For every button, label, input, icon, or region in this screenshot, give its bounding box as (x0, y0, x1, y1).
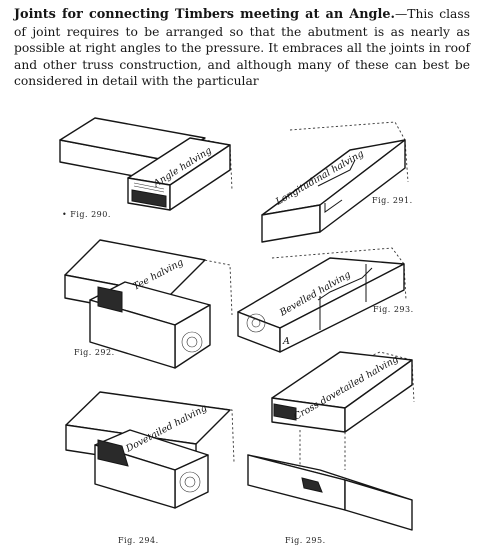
figure-293: Bevelled halving A Fig. 293. (237, 247, 414, 353)
fig292-caption: Fig. 292. (74, 348, 115, 357)
fig293-marker-a: A (282, 336, 290, 347)
paragraph-heading: Joints for connecting Timbers meeting at… (14, 7, 395, 22)
figure-295: Cross dovetailed halving Fig. 295. (247, 351, 415, 545)
fig291-caption: Fig. 291. (372, 196, 413, 205)
fig290-caption: • Fig. 290. (62, 210, 111, 219)
paragraph-body: —This class of joint requires to be arra… (14, 7, 471, 89)
figure-294: Dovetailed halving Fig. 294. (65, 391, 235, 545)
fig294-caption: Fig. 294. (118, 536, 159, 545)
figure-292: Tee halving Fig. 292. (64, 239, 233, 369)
figure-291: Longitudinal halving Fig. 291. (261, 121, 413, 243)
figure-290: Angle halving • Fig. 290. (59, 117, 233, 219)
fig295-caption: Fig. 295. (285, 536, 326, 545)
fig293-caption: Fig. 293. (373, 305, 414, 314)
paragraph: Joints for connecting Timbers meeting at… (14, 6, 470, 90)
